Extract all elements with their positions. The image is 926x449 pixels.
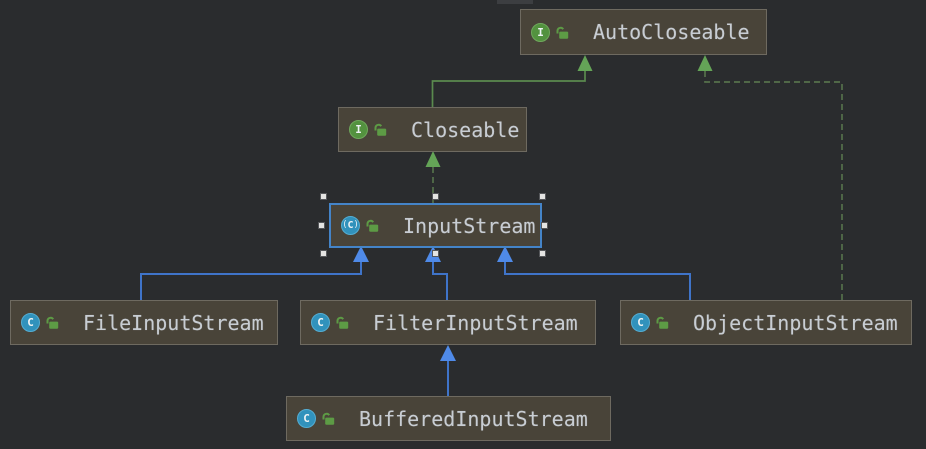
class-name-label: AutoCloseable bbox=[593, 20, 750, 44]
selection-handle-top-right[interactable] bbox=[539, 193, 546, 200]
selection-handle-top-left[interactable] bbox=[320, 193, 327, 200]
selection-handle-top-center[interactable] bbox=[432, 193, 439, 200]
edge-bufferedinputstream-extends-filterinputstream[interactable] bbox=[440, 345, 456, 396]
selection-handle-mid-right[interactable] bbox=[541, 222, 548, 229]
class-icon: C bbox=[297, 409, 316, 428]
node-objectinputstream[interactable]: C ObjectInputStream bbox=[620, 300, 912, 345]
edge-objectinputstream-implements-autocloseable[interactable] bbox=[697, 55, 843, 300]
selection-handle-mid-left[interactable] bbox=[318, 222, 325, 229]
node-filterinputstream[interactable]: C FilterInputStream bbox=[300, 300, 596, 345]
arrowhead-icon bbox=[697, 55, 713, 71]
class-name-label: ObjectInputStream bbox=[693, 310, 898, 335]
edge-fileinputstream-extends-inputstream[interactable] bbox=[140, 246, 369, 300]
node-closeable[interactable]: I Closeable bbox=[338, 107, 527, 152]
arrowhead-icon bbox=[497, 246, 513, 262]
clipped-ui-fragment bbox=[497, 0, 533, 4]
class-icon: C bbox=[21, 313, 40, 332]
node-fileinputstream[interactable]: C FileInputStream bbox=[10, 300, 278, 345]
edge-closeable-extends-autocloseable[interactable] bbox=[431, 55, 593, 107]
interface-icon: I bbox=[531, 22, 550, 42]
selection-handle-bottom-left[interactable] bbox=[320, 250, 327, 257]
selection-handle-bottom-center[interactable] bbox=[432, 250, 439, 257]
open-lock-icon bbox=[322, 412, 335, 425]
class-icon: C bbox=[631, 313, 650, 332]
interface-icon: I bbox=[349, 120, 368, 139]
open-lock-icon bbox=[656, 316, 669, 329]
open-lock-icon bbox=[46, 316, 59, 329]
class-name-label: BufferedInputStream bbox=[359, 406, 588, 431]
abstract-class-icon: (C) bbox=[341, 216, 360, 235]
edge-objectinputstream-extends-inputstream[interactable] bbox=[497, 246, 691, 300]
arrowhead-icon bbox=[577, 55, 593, 71]
node-bufferedinputstream[interactable]: C BufferedInputStream bbox=[286, 396, 611, 441]
node-autocloseable[interactable]: I AutoCloseable bbox=[520, 9, 767, 55]
class-name-label: InputStream bbox=[403, 213, 536, 238]
class-name-label: FilterInputStream bbox=[373, 310, 578, 335]
arrowhead-icon bbox=[353, 246, 369, 262]
open-lock-icon bbox=[374, 123, 387, 136]
arrowhead-icon bbox=[440, 345, 456, 361]
class-icon: C bbox=[311, 313, 330, 332]
arrowhead-icon bbox=[425, 151, 441, 167]
class-name-label: FileInputStream bbox=[83, 310, 264, 335]
open-lock-icon bbox=[336, 316, 349, 329]
open-lock-icon bbox=[366, 219, 379, 232]
class-name-label: Closeable bbox=[411, 117, 520, 142]
selection-handle-bottom-right[interactable] bbox=[539, 250, 546, 257]
open-lock-icon bbox=[556, 26, 569, 39]
node-inputstream[interactable]: (C) InputStream bbox=[329, 203, 542, 248]
